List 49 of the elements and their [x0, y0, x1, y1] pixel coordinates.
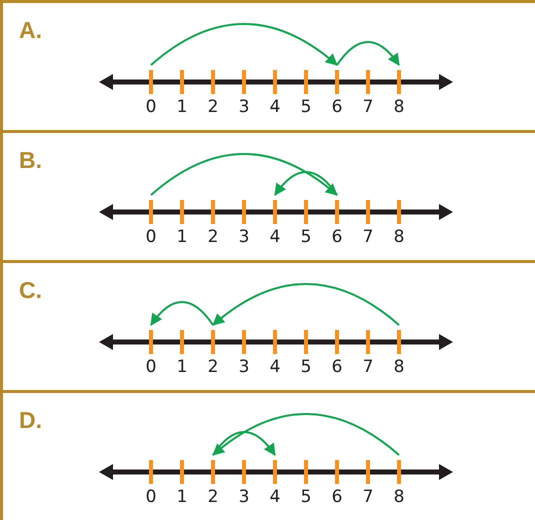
tick-number: 0: [144, 227, 158, 247]
tick-number: 3: [238, 487, 250, 507]
tick-number: 6: [330, 357, 344, 377]
tick-number: 5: [300, 97, 312, 117]
tick-number: 5: [300, 487, 312, 507]
tick-number: 7: [362, 487, 374, 507]
tick-number: 1: [176, 97, 188, 117]
option-letter: B.: [19, 147, 42, 174]
option-letter: A.: [19, 17, 42, 44]
tick-number: 3: [238, 97, 250, 117]
tick-number: 8: [392, 227, 406, 247]
tick-number: 5: [300, 227, 312, 247]
tick-number: 3: [238, 357, 250, 377]
tick-number: 7: [362, 97, 374, 117]
tick-number: 7: [362, 227, 374, 247]
option-letter: C.: [19, 277, 42, 304]
tick-number: 2: [206, 97, 220, 117]
tick-number: 6: [330, 97, 344, 117]
tick-number: 1: [176, 227, 188, 247]
answer-panel: [0, 0, 535, 133]
jump-arrow: [212, 283, 400, 326]
jump-arrow: [274, 171, 338, 196]
jump-arrow: [150, 153, 338, 196]
tick-number: 4: [268, 97, 282, 117]
option-letter: D.: [19, 407, 42, 434]
tick-number: 5: [300, 357, 312, 377]
tick-number: 4: [268, 357, 282, 377]
jump-arrow: [150, 23, 338, 66]
tick-number: 1: [176, 357, 188, 377]
jump-arrow: [212, 431, 276, 456]
jump-arrow: [212, 413, 400, 456]
tick-number: 1: [176, 487, 188, 507]
tick-number: 0: [144, 357, 158, 377]
tick-number: 2: [206, 227, 220, 247]
tick-number: 3: [238, 227, 250, 247]
tick-number: 8: [392, 357, 406, 377]
tick-number: 6: [330, 487, 344, 507]
tick-number: 2: [206, 487, 220, 507]
tick-number: 2: [206, 357, 220, 377]
tick-number: 7: [362, 357, 374, 377]
tick-number: 0: [144, 487, 158, 507]
tick-number: 0: [144, 97, 158, 117]
tick-number: 4: [268, 227, 282, 247]
jump-arrow: [150, 301, 214, 326]
tick-number: 4: [268, 487, 282, 507]
jump-arrow: [336, 41, 400, 66]
tick-number: 6: [330, 227, 344, 247]
tick-number: 8: [392, 487, 406, 507]
tick-number: 8: [392, 97, 406, 117]
